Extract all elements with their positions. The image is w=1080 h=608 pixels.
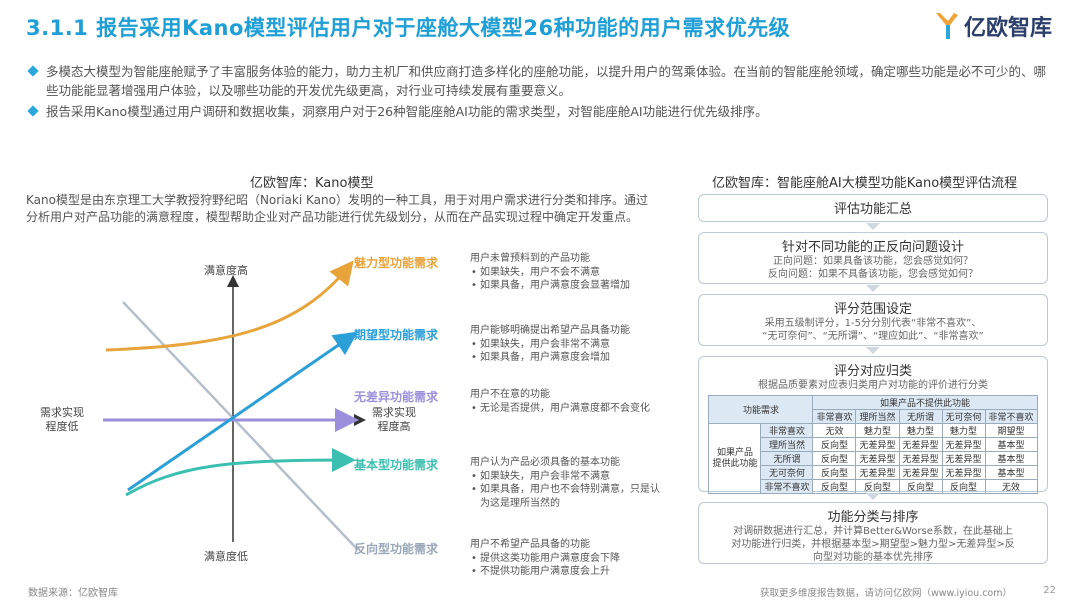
attractive-label: 魅力型功能需求 bbox=[354, 256, 439, 270]
bullet-item: 报告采用Kano模型通过用户调研和数据收集，洞察用户对于26种智能座舱AI功能的… bbox=[26, 102, 1046, 121]
page-title: 3.1.1 报告采用Kano模型评估用户对于座舱大模型26种功能的用户需求优先级 bbox=[26, 16, 791, 40]
attractive-note: 用户未曾预料到的产品功能 如果缺失，用户不会不满意 如果具备，用户满意度会显著增… bbox=[470, 252, 666, 293]
kano-description: Kano模型是由东京理工大学教授狩野纪昭（Noriaki Kano）发明的一种工… bbox=[26, 193, 648, 224]
reverse-curve bbox=[122, 301, 359, 551]
bullet-text: 报告采用Kano模型通过用户调研和数据收集，洞察用户对于26种智能座舱AI功能的… bbox=[46, 104, 768, 119]
intro-bullets: 多模态大模型为智能座舱赋予了丰富服务体验的能力，助力主机厂和供应商打造多样化的座… bbox=[26, 62, 1046, 123]
y-axis-bottom-label: 满意度低 bbox=[204, 550, 248, 563]
flow-step-4: 评分对应归类 根据品质要素对应表归类用户对功能的评价进行分类 功能需求 如果产品… bbox=[698, 356, 1048, 500]
table-row: 如果产品 提供此功能 非常喜欢 无效 魅力型 魅力型 魅力型 期望型 bbox=[708, 423, 1038, 494]
evaluation-flow: 评估功能汇总 针对不同功能的正反向问题设计 正向问题：如果具备该功能，您会感觉如… bbox=[698, 194, 1048, 574]
expected-label: 期望型功能需求 bbox=[354, 328, 439, 342]
down-arrow-icon bbox=[866, 347, 880, 354]
flow-step-2: 针对不同功能的正反向问题设计 正向问题：如果具备该功能，您会感觉如何？ 反向问题… bbox=[698, 232, 1048, 292]
reverse-label: 反向型功能需求 bbox=[354, 542, 439, 556]
down-arrow-icon bbox=[866, 285, 880, 292]
brand-logo: 亿欧智库 bbox=[934, 10, 1052, 42]
bullet-item: 多模态大模型为智能座舱赋予了丰富服务体验的能力，助力主机厂和供应商打造多样化的座… bbox=[26, 62, 1046, 100]
basic-curve bbox=[125, 448, 356, 497]
expected-curve bbox=[127, 331, 358, 492]
table-top-header: 如果产品不提供此功能 bbox=[812, 395, 1038, 410]
reverse-note: 用户不希望产品具备的功能 提供这类功能用户满意度会下降 不提供功能用户满意度会上… bbox=[470, 538, 660, 579]
table-col-header: 无所谓 bbox=[898, 409, 943, 424]
table-corner: 功能需求 bbox=[708, 395, 814, 424]
down-arrow-icon bbox=[866, 493, 880, 500]
table-row: 理所当然 反向型 无差异型 无差异型 无差异型 基本型 bbox=[709, 437, 1038, 452]
down-arrow-icon bbox=[866, 223, 880, 230]
table-row: 非常不喜欢 反向型 反向型 反向型 反向型 无效 bbox=[709, 479, 1038, 494]
table-col-header: 非常喜欢 bbox=[812, 409, 857, 424]
flow-step-3: 评分范围设定 采用五级制评分，1-5分分别代表“非常不喜欢”、 “无可奈何”、“… bbox=[698, 294, 1048, 354]
yiou-logo-icon bbox=[935, 13, 958, 39]
expected-note: 用户能够明确提出希望产品具备功能 如果缺失，用户会非常不满意 如果具备，用户满意… bbox=[470, 324, 666, 365]
flow-step-1: 评估功能汇总 bbox=[698, 194, 1048, 230]
x-axis-right-label: 需求实现 程度高 bbox=[372, 406, 416, 433]
diamond-bullet-icon bbox=[27, 105, 39, 117]
table-col-header: 无可奈何 bbox=[941, 409, 986, 424]
table-row-group: 如果产品 提供此功能 bbox=[708, 423, 762, 494]
kano-section-heading: 亿欧智库：Kano模型 bbox=[250, 176, 374, 191]
flow-step-5: 功能分类与排序 对调研数据进行汇总，并计算Better&Worse系数，在此基础… bbox=[698, 502, 1048, 564]
x-axis-left-label: 需求实现 程度低 bbox=[40, 406, 84, 433]
y-axis-top-label: 满意度高 bbox=[204, 264, 248, 277]
data-source: 数据来源：亿欧智库 bbox=[28, 588, 118, 599]
basic-label: 基本型功能需求 bbox=[354, 458, 439, 472]
page-number: 22 bbox=[1043, 585, 1056, 596]
table-col-header: 非常不喜欢 bbox=[984, 409, 1038, 424]
quality-element-table: 功能需求 如果产品不提供此功能 非常喜欢 理所当然 无所谓 无可奈何 非常不喜欢… bbox=[708, 395, 1038, 494]
logo-text: 亿欧智库 bbox=[963, 16, 1052, 41]
table-col-header: 理所当然 bbox=[855, 409, 900, 424]
footer-note: 获取更多维度报告数据，请访问亿欧网（www.iyiou.com） bbox=[760, 588, 1013, 599]
kano-curves bbox=[103, 260, 366, 551]
kano-diagram: 满意度高 满意度低 需求实现 程度低 需求实现 程度高 魅力型功能需求 期望型功… bbox=[28, 250, 668, 580]
bullet-text: 多模态大模型为智能座舱赋予了丰富服务体验的能力，助力主机厂和供应商打造多样化的座… bbox=[46, 64, 1047, 98]
flow-section-heading: 亿欧智库：智能座舱AI大模型功能Kano模型评估流程 bbox=[712, 176, 1018, 191]
diamond-bullet-icon bbox=[27, 65, 39, 77]
basic-note: 用户认为产品必须具备的基本功能 如果缺失，用户会非常不满意 如果具备，用户也不会… bbox=[470, 456, 660, 510]
table-row: 无可奈何 反向型 无差异型 无差异型 无差异型 基本型 bbox=[709, 465, 1038, 480]
indifferent-note: 用户不在意的功能 无论是否提供，用户满意度都不会变化 bbox=[470, 388, 650, 415]
indifferent-label: 无差异功能需求 bbox=[354, 390, 439, 404]
attractive-curve bbox=[105, 260, 354, 352]
